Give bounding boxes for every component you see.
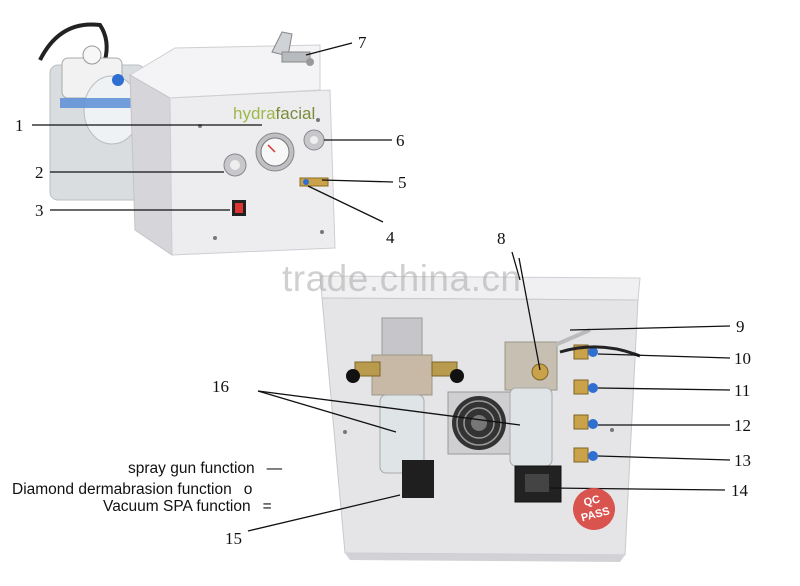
callout-14: 14: [731, 481, 748, 500]
callout-8: 8: [497, 229, 506, 248]
legend-item-vacuum-spa: Vacuum SPA function=: [103, 498, 272, 515]
callout-9: 9: [736, 317, 745, 336]
filter-right: [504, 328, 591, 467]
filter-left: [346, 317, 464, 474]
brand-logo: hydrafacial: [233, 104, 316, 123]
back-power-switch: [402, 460, 434, 498]
front-unit-body: [129, 44, 336, 256]
rear-fittings: [559, 344, 641, 463]
callout-lines: [32, 42, 731, 532]
callout-12: 12: [734, 416, 751, 435]
handpiece-holder: [271, 31, 314, 66]
vacuum-gauge: [255, 132, 295, 172]
power-socket: [514, 465, 562, 503]
callout-16: 16: [212, 377, 229, 396]
callout-10: 10: [734, 349, 751, 368]
callout-15: 15: [225, 529, 242, 548]
watermark: trade.china.cn: [282, 258, 522, 299]
callout-13: 13: [734, 451, 751, 470]
front-fittings: [299, 177, 329, 187]
callout-7: 7: [358, 33, 367, 52]
callout-5: 5: [398, 173, 407, 192]
callout-11: 11: [734, 381, 751, 400]
legend-item-spray-gun: spray gun function—: [128, 460, 283, 477]
callout-2: 2: [35, 163, 44, 182]
callout-3: 3: [35, 201, 44, 220]
callout-6: 6: [396, 131, 405, 150]
water-bottle-assembly: [38, 22, 146, 201]
callout-4: 4: [386, 228, 395, 247]
callout-1: 1: [15, 116, 24, 135]
